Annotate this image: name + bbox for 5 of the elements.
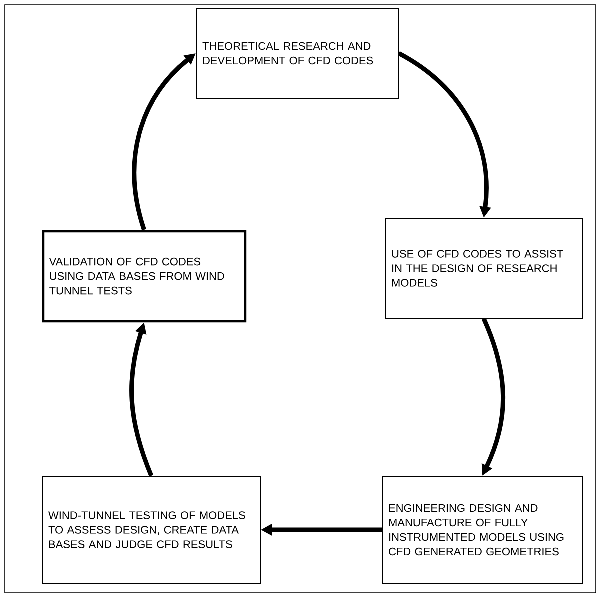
process-box: ENGINEERING DESIGN AND MANUFACTURE OF FULLY INSTRUMENTED MODELS USING CFD GENERATED GEOMETRIES [382,476,583,584]
process-box: USE OF CFD CODES TO ASSIST IN THE DESIGN OF RESEARCH MODELS [385,218,583,319]
process-box: VALIDATION OF CFD CODES USING DATA BASES FROM WIND TUNNEL TESTS [42,230,247,323]
process-box: WIND-TUNNEL TESTING OF MODELS TO ASSESS DESIGN, CREATE DATA BASES AND JUDGE CFD RESULTS [42,476,261,584]
process-box: THEORETICAL RESEARCH AND DEVELOPMENT OF CFD CODES [196,8,399,99]
